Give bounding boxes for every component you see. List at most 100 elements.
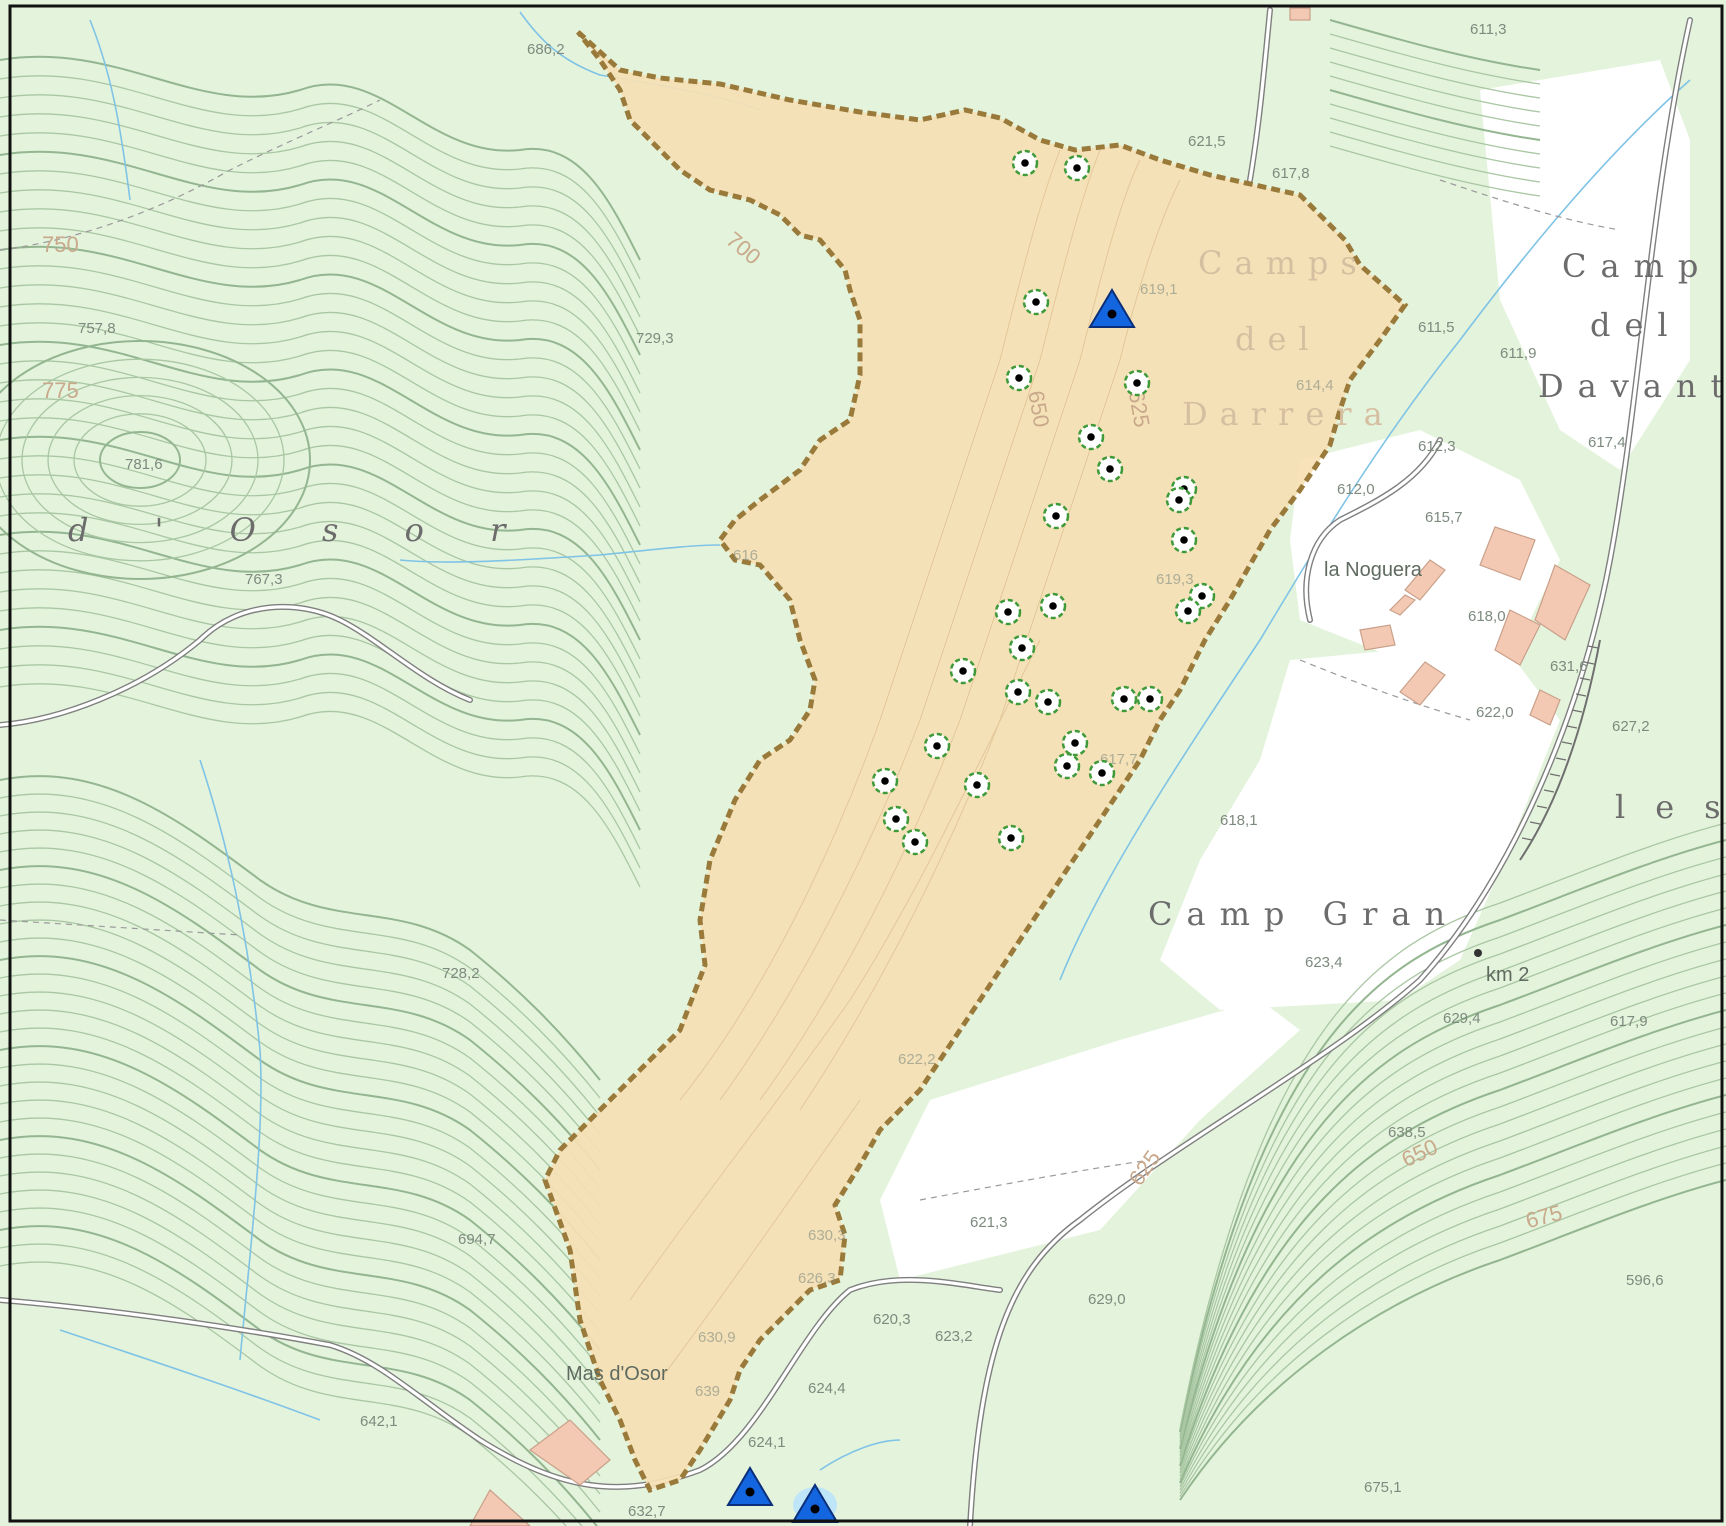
blue-triangle-marker-icon[interactable] — [1088, 288, 1136, 328]
place-name-osor: d ' O s o r — [68, 511, 533, 549]
spot-height: 611,3 — [1470, 21, 1506, 38]
contour-line — [1179, 1162, 1726, 1497]
spot-height: 617,8 — [1272, 165, 1310, 182]
contour-line — [47, 395, 233, 525]
contour-line — [0, 245, 641, 451]
contour-line — [1329, 103, 1541, 155]
spot-height: 632,7 — [628, 1503, 666, 1520]
triangle-markers — [726, 288, 1136, 1523]
contour-line — [1179, 1145, 1726, 1494]
place-name-mas-osor: Mas d'Osor — [566, 1363, 668, 1385]
contour-line — [0, 793, 601, 1099]
tree-survey-points — [871, 149, 1216, 856]
contour-line — [0, 1009, 601, 1315]
contour-line — [0, 645, 641, 850]
contour-line — [0, 417, 641, 622]
map-frame — [8, 4, 1724, 1523]
tree-survey-point-icon[interactable] — [1039, 592, 1067, 620]
contour-line — [0, 113, 641, 318]
tree-survey-point-icon[interactable] — [871, 767, 899, 795]
contour-line — [0, 588, 641, 793]
contour-line — [0, 1225, 599, 1526]
spot-height: 629,0 — [1088, 1291, 1126, 1308]
spot-height: 618,1 — [1220, 812, 1258, 829]
contour-line — [1179, 822, 1726, 1429]
tree-survey-point-icon[interactable] — [1165, 486, 1193, 514]
tree-survey-point-icon[interactable] — [1008, 634, 1036, 662]
spot-height: 614,4 — [1296, 377, 1334, 394]
tree-survey-point-icon[interactable] — [1005, 364, 1033, 392]
tree-survey-point-icon[interactable] — [923, 732, 951, 760]
contour-line — [1179, 958, 1726, 1456]
tree-survey-point-icon[interactable] — [1011, 149, 1039, 177]
contour-line — [0, 1081, 601, 1387]
spot-height: 694,7 — [458, 1231, 496, 1248]
spot-height: 781,6 — [125, 456, 163, 473]
contour-line — [0, 132, 641, 337]
tree-survey-point-icon[interactable] — [1063, 154, 1091, 182]
spot-height: 612,0 — [1337, 481, 1375, 498]
tree-survey-point-icon[interactable] — [1136, 685, 1164, 713]
contour-line — [0, 530, 641, 736]
contour-line — [1179, 873, 1726, 1439]
contour-line — [0, 865, 601, 1171]
contour-line — [0, 1189, 601, 1495]
spot-height: 611,5 — [1418, 319, 1454, 336]
contour-line — [1179, 975, 1726, 1460]
place-name-darrera: Darrera — [1182, 395, 1395, 433]
tree-survey-point-icon[interactable] — [1042, 502, 1070, 530]
contour-line — [1329, 33, 1541, 85]
place-names: d ' O s o r Camps del Darrera Camp del D… — [68, 244, 1726, 1385]
tree-survey-point-icon[interactable] — [1004, 678, 1032, 706]
tree-survey-point-icon[interactable] — [882, 805, 910, 833]
tree-survey-point-icon[interactable] — [1096, 455, 1124, 483]
tree-survey-point-icon[interactable] — [1053, 752, 1081, 780]
tree-survey-point-icon[interactable] — [1174, 597, 1202, 625]
spot-height: 767,3 — [245, 571, 283, 588]
tree-survey-point-icon[interactable] — [1061, 729, 1089, 757]
blue-triangle-marker-icon[interactable] — [726, 1466, 774, 1506]
tree-survey-point-icon[interactable] — [1077, 423, 1105, 451]
spot-height: 629,4 — [1443, 1010, 1481, 1027]
contour-line — [0, 811, 601, 1117]
spot-height: 619,1 — [1140, 281, 1178, 298]
spot-height: 620,3 — [873, 1311, 911, 1328]
tree-survey-point-icon[interactable] — [994, 598, 1022, 626]
contour-line — [0, 847, 601, 1153]
tree-survey-point-icon[interactable] — [1110, 685, 1138, 713]
contour-line — [1329, 89, 1541, 141]
study-area-polygon[interactable] — [542, 30, 1409, 1494]
contour-line — [1179, 907, 1726, 1446]
contour-line — [1179, 1179, 1726, 1501]
place-name-camp-davant-3: Davant — [1538, 367, 1726, 405]
tree-survey-point-icon[interactable] — [1123, 369, 1151, 397]
tree-survey-point-icon[interactable] — [949, 657, 977, 685]
tree-survey-point-icon[interactable] — [997, 824, 1025, 852]
roads — [0, 7, 1693, 1526]
km-marker-dot — [1474, 949, 1482, 957]
tree-survey-point-icon[interactable] — [1088, 759, 1116, 787]
contour-line — [1179, 890, 1726, 1443]
contour-line — [0, 955, 601, 1261]
spot-height: 623,2 — [935, 1328, 973, 1345]
tree-survey-point-icon[interactable] — [1034, 688, 1062, 716]
tree-survey-point-icon[interactable] — [1022, 288, 1050, 316]
contour-line — [0, 303, 641, 508]
contour-line — [1329, 47, 1541, 99]
contour-line — [0, 829, 601, 1135]
spot-height: 621,5 — [1188, 133, 1226, 150]
spot-height: 630,3 — [808, 1227, 846, 1244]
tree-survey-point-icon[interactable] — [963, 771, 991, 799]
contour-line — [1329, 131, 1541, 183]
contour-line — [0, 398, 641, 603]
spot-height: 626,3 — [798, 1270, 836, 1287]
tree-survey-point-icon[interactable] — [1170, 526, 1198, 554]
spot-height: 611,9 — [1500, 345, 1536, 362]
spot-height: 728,2 — [442, 965, 480, 982]
spot-heights: 686,2 611,3 621,5 617,8 619,1 757,8 729,… — [78, 21, 1664, 1520]
tree-survey-point-icon[interactable] — [901, 828, 929, 856]
blue-triangle-marker-icon[interactable] — [791, 1483, 839, 1523]
contour-line — [0, 1171, 601, 1477]
contour-label-775: 775 — [42, 378, 79, 403]
